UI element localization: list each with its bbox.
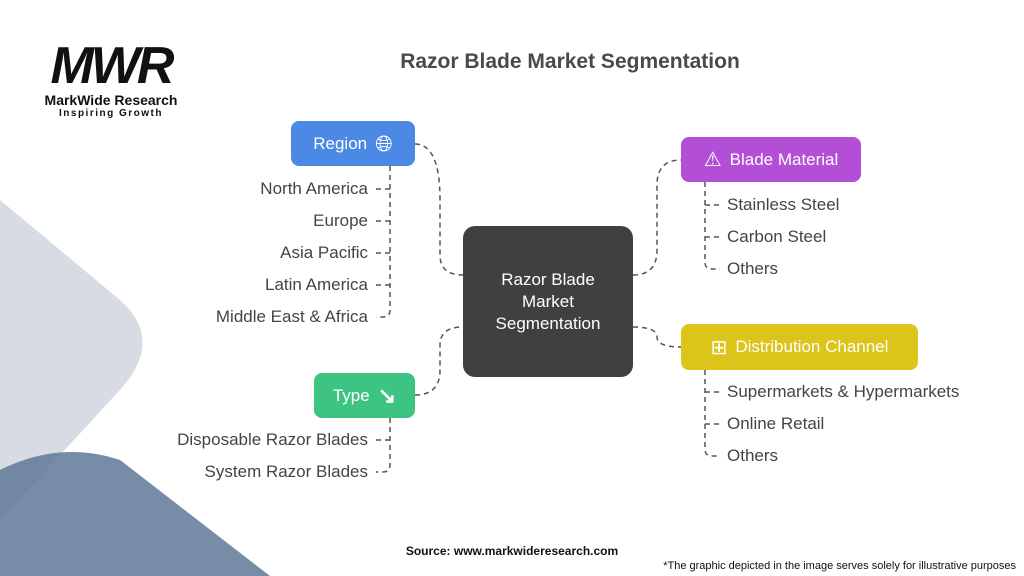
list-item: North America [260,179,368,198]
region-node: Region 🌐︎ [291,121,415,166]
page-title: Razor Blade Market Segmentation [400,50,740,73]
center-node: Razor Blade Market Segmentation [463,226,633,377]
globe-icon: 🌐︎ [375,130,393,156]
list-item: Others [727,259,779,278]
type-label: Type [332,385,370,405]
list-item: Middle East & Africa [215,307,368,326]
list-item: Others [727,446,779,465]
distribution-label: Distribution Channel [735,337,889,356]
type-node: Type ↘ [314,373,415,418]
connectors [376,143,720,473]
list-item: Supermarkets & Hypermarkets [727,382,960,401]
distribution-icon: ⊞ [710,336,728,359]
source-text: Source: www.markwideresearch.com [405,544,619,558]
list-item: Disposable Razor Blades [177,430,368,449]
razor-icon: ↘ [377,382,397,408]
logo: MWR MarkWide Research Inspiring Growth [44,37,178,119]
disclaimer-text: *The graphic depicted in the image serve… [663,560,1016,572]
list-item: Europe [313,211,368,230]
list-item: Carbon Steel [727,227,827,246]
region-label: Region [313,133,368,153]
list-item: Latin America [265,275,368,294]
list-item: Stainless Steel [727,195,840,214]
list-item: Online Retail [727,414,825,433]
blade-material-label: Blade Material [729,149,839,169]
distribution-channel-node: ⊞ Distribution Channel [681,324,918,370]
blade-material-node: ⚠︎ Blade Material [681,137,861,182]
list-item: System Razor Blades [204,462,368,481]
list-item: Asia Pacific [280,243,368,262]
blade-icon: ⚠︎ [703,149,722,171]
